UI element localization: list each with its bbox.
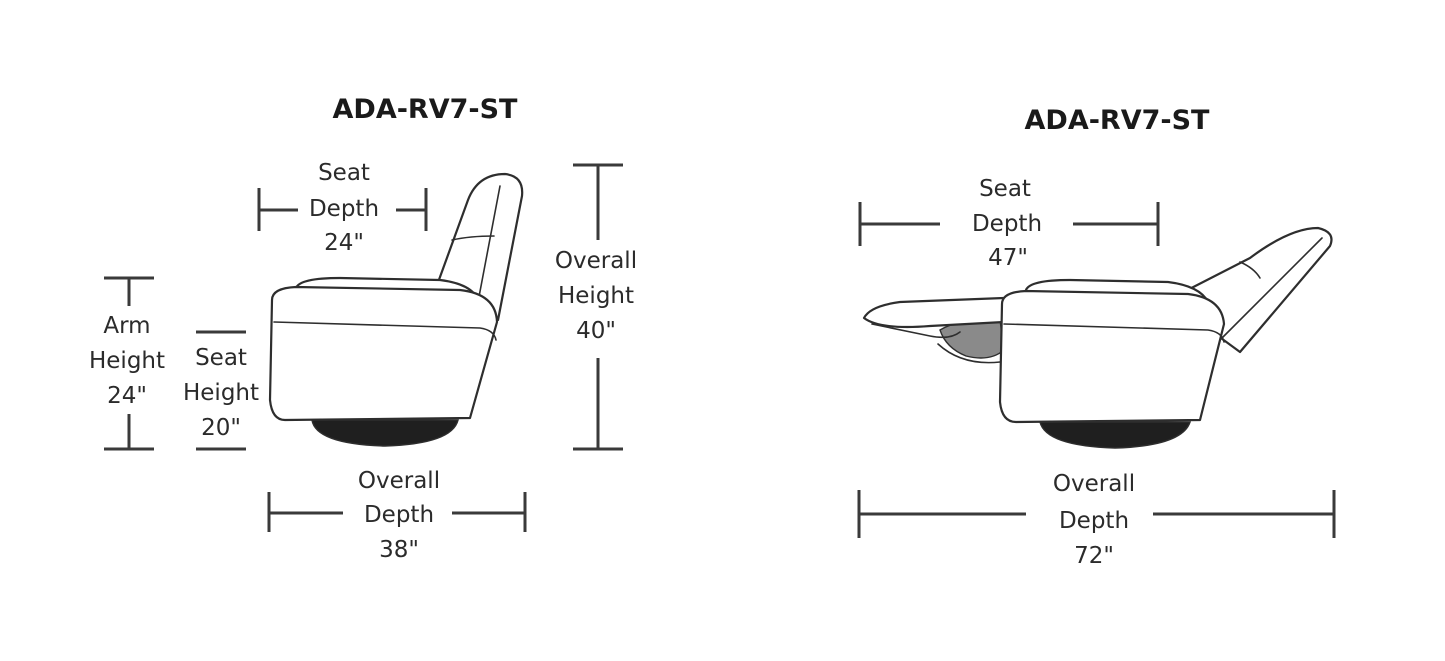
left-seat-height-label-1: Seat — [195, 345, 247, 371]
left-seat-height-value: 20" — [201, 415, 241, 441]
left-overall-height-value: 40" — [576, 318, 616, 344]
left-overall-depth-value: 38" — [379, 537, 419, 563]
left-overall-height-label-2: Height — [558, 283, 634, 309]
right-overall-depth-label-2: Depth — [1059, 508, 1129, 534]
right-overall-depth-value: 72" — [1074, 543, 1114, 569]
right-view: ADA-RV7-ST Seat Depth 47" Overall Depth … — [857, 105, 1336, 569]
left-overall-height-dimension: Overall Height 40" — [555, 163, 637, 451]
left-arm-height-label-2: Height — [89, 348, 165, 374]
left-arm-height-label-1: Arm — [103, 313, 150, 339]
left-seat-height-label-2: Height — [183, 380, 259, 406]
right-seat-depth-label-1: Seat — [979, 176, 1031, 202]
left-overall-height-label-1: Overall — [555, 248, 637, 274]
reclined-chair-icon — [862, 226, 1333, 449]
right-overall-depth-dimension: Overall Depth 72" — [857, 471, 1336, 569]
left-arm-height-value: 24" — [107, 383, 147, 409]
left-overall-depth-label-1: Overall — [358, 468, 440, 494]
left-overall-depth-dimension: Overall Depth 38" — [267, 468, 527, 563]
left-arm-height-dimension: Arm Height 24" — [89, 276, 165, 451]
right-seat-depth-label-2: Depth — [972, 211, 1042, 237]
left-overall-depth-label-2: Depth — [364, 502, 434, 528]
right-view-title: ADA-RV7-ST — [1025, 105, 1211, 136]
left-view-title: ADA-RV7-ST — [333, 94, 519, 125]
right-seat-depth-value: 47" — [988, 245, 1028, 271]
right-seat-depth-dimension: Seat Depth 47" — [858, 176, 1160, 271]
left-view: ADA-RV7-ST Seat Depth 24" Overall Height… — [89, 94, 637, 563]
left-seat-height-dimension: Seat Height 20" — [183, 330, 259, 451]
left-seat-depth-value: 24" — [324, 230, 364, 256]
upright-chair-icon — [268, 172, 524, 447]
left-seat-depth-dimension: Seat Depth 24" — [257, 160, 428, 256]
left-seat-depth-label-2: Depth — [309, 196, 379, 222]
right-overall-depth-label-1: Overall — [1053, 471, 1135, 497]
left-seat-depth-label-1: Seat — [318, 160, 370, 186]
